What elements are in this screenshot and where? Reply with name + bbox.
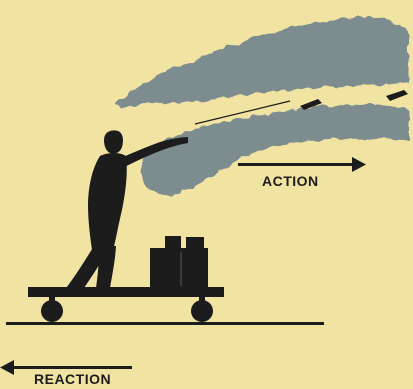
smoke-clouds [116,18,409,194]
speed-line-3 [330,95,386,100]
action-label: ACTION [262,173,319,189]
cart [28,287,224,322]
box-divider [180,252,182,286]
box-top-1 [165,236,181,250]
cart-axle-right [199,296,205,302]
cart-wheel-right [191,300,213,322]
upper-smoke-cloud [116,18,409,108]
box-stack [150,236,208,287]
reaction-arrow-shaft [10,366,132,369]
ground-line [6,322,324,325]
box-top-2 [186,237,204,250]
action-arrow-head [352,157,366,172]
figure-head [104,130,123,153]
box-stack-body [150,248,208,287]
action-arrow-shaft [238,163,354,166]
cart-wheel-left [41,300,63,322]
reaction-label: REACTION [34,371,111,387]
thrown-brick-2 [386,90,408,101]
cart-platform [28,287,224,297]
reaction-arrow-head [0,360,14,375]
action-arrow [238,157,366,172]
cart-axle-left [49,296,55,302]
